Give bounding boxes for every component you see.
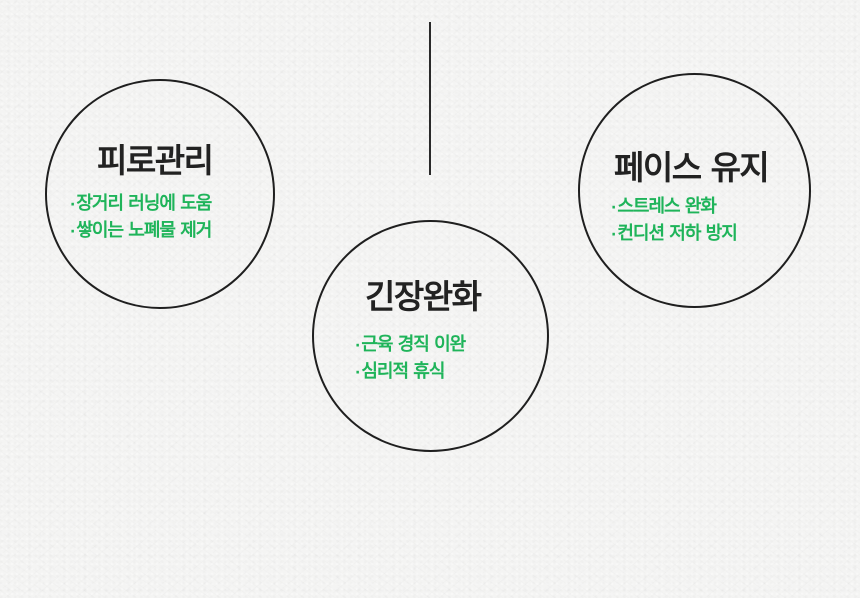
list-item: ·심리적 휴식 [355,359,465,386]
list-item: ·근육 경직 이완 [355,332,466,359]
card-fatigue-list: ·장거리 러닝에 도움 ·쌓이는 노폐물 제거 [70,191,212,245]
list-item-text: 심리적 휴식 [361,361,445,382]
bullet-dot-icon: · [355,338,360,354]
list-item-text: 근육 경직 이완 [361,334,466,355]
bullet-dot-icon: · [70,197,75,213]
bullet-dot-icon: · [611,200,616,216]
vertical-divider-line [429,22,431,175]
list-item: ·장거리 러닝에 도움 [70,191,212,218]
bullet-dot-icon: · [355,365,360,381]
list-item-text: 스트레스 완화 [617,196,717,217]
card-pace-list: ·스트레스 완화 ·컨디션 저하 방지 [611,194,738,248]
card-fatigue-circle [45,79,275,309]
card-pace-circle [578,73,811,308]
list-item: ·컨디션 저하 방지 [611,221,738,248]
list-item-text: 컨디션 저하 방지 [617,223,737,244]
card-relax-title: 긴장완화 [365,277,482,316]
card-fatigue-title: 피로관리 [97,141,214,180]
list-item: ·쌓이는 노폐물 제거 [70,218,212,245]
list-item-text: 쌓이는 노폐물 제거 [76,220,212,241]
card-pace-title: 페이스 유지 [614,148,770,187]
card-relax-circle [312,220,549,452]
card-relax-list: ·근육 경직 이완 ·심리적 휴식 [355,332,466,386]
list-item: ·스트레스 완화 [611,194,737,221]
list-item-text: 장거리 러닝에 도움 [76,193,212,214]
bullet-dot-icon: · [70,224,75,240]
bullet-dot-icon: · [611,227,616,243]
